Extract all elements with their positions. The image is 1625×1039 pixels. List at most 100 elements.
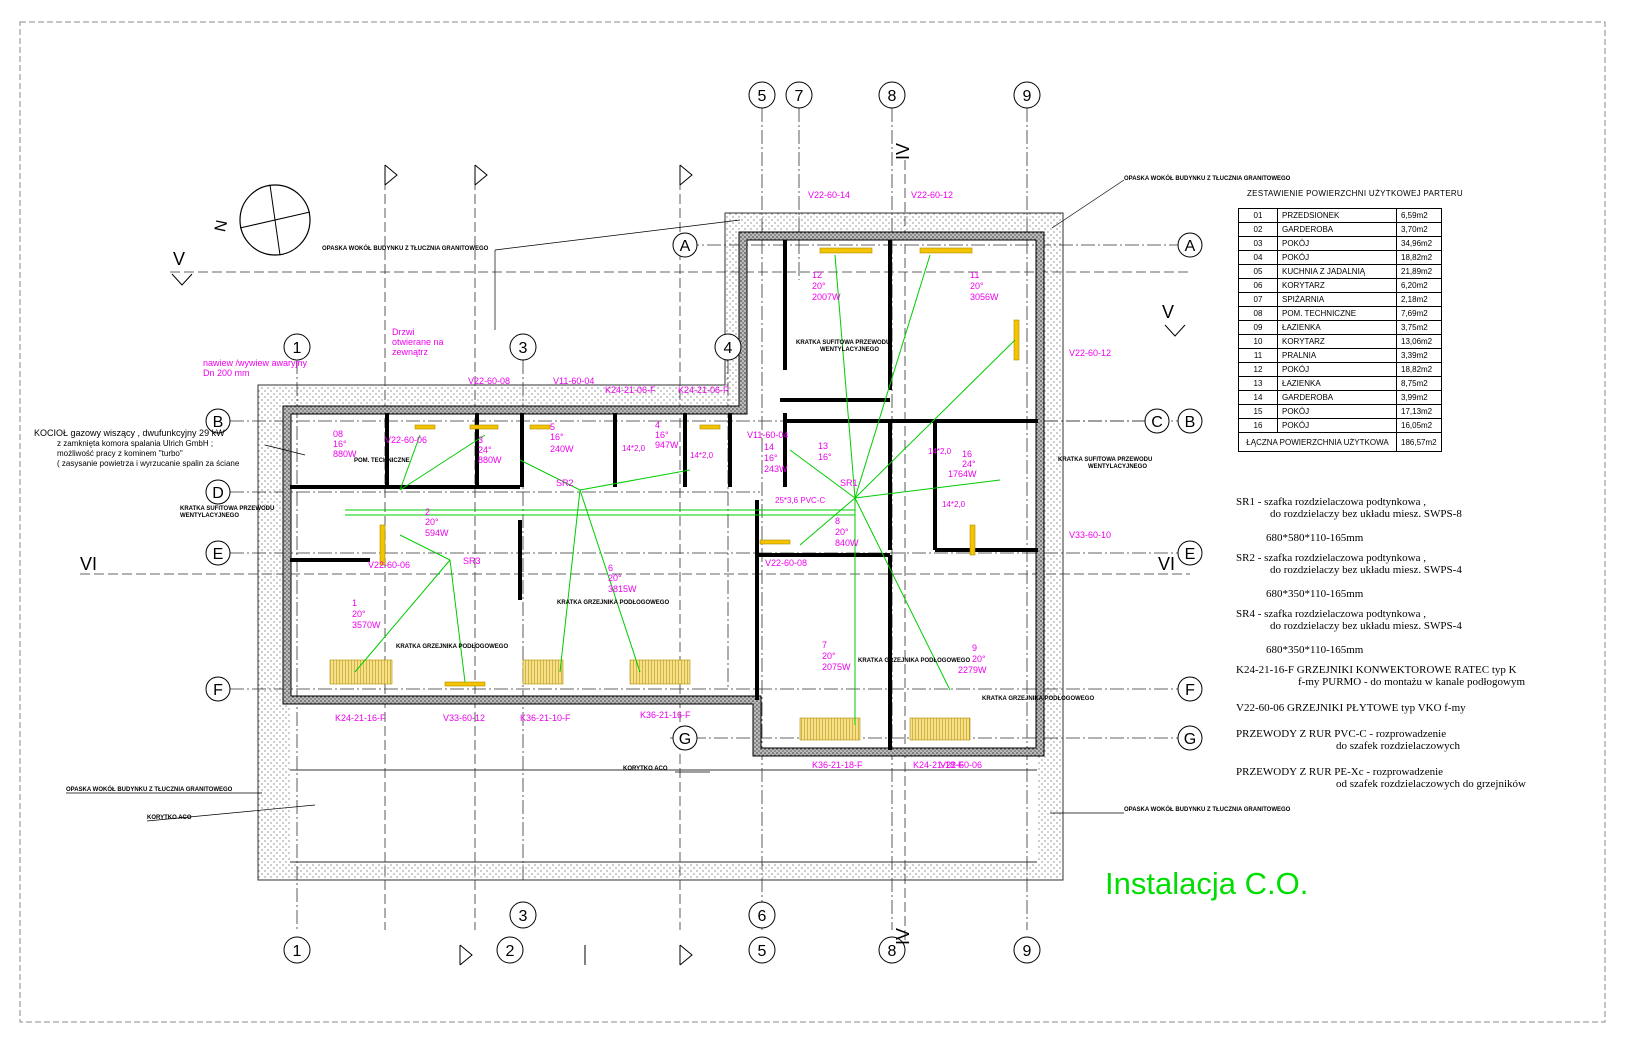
area-cell-no: 12 — [1238, 362, 1278, 377]
svg-text:możliwość pracy z kominem "tur: możliwość pracy z kominem "turbo" — [57, 449, 183, 458]
area-cell-nm: KORYTARZ — [1277, 278, 1397, 293]
svg-text:V11-60-04: V11-60-04 — [747, 430, 788, 440]
svg-text:14*2,0: 14*2,0 — [928, 447, 952, 456]
svg-text:7: 7 — [795, 88, 804, 105]
svg-text:V33-60-10: V33-60-10 — [1069, 530, 1111, 540]
svg-text:3570W: 3570W — [352, 620, 381, 630]
area-cell-ar: 13,06m2 — [1396, 334, 1442, 349]
svg-text:5: 5 — [758, 88, 767, 105]
svg-text:8: 8 — [888, 943, 897, 960]
svg-text:C: C — [1151, 414, 1163, 431]
section-markers: V V VI VI IV IV — [80, 143, 1175, 945]
area-cell-no: 16 — [1238, 418, 1278, 433]
svg-text:D: D — [212, 485, 224, 502]
svg-text:14*2,0: 14*2,0 — [942, 500, 966, 509]
heating-pipes — [345, 254, 1016, 725]
area-cell-nm: POKÓJ — [1277, 250, 1397, 265]
svg-text:( zasysanie powietrza i wyrzuc: ( zasysanie powietrza i wyrzucanie spali… — [57, 459, 240, 468]
area-cell-ar: 8,75m2 — [1396, 376, 1442, 391]
area-cell-no: 01 — [1238, 208, 1278, 223]
svg-text:z zamknięta komora spalania U: z zamknięta komora spalania Ulrich GmbH … — [57, 439, 213, 448]
area-cell-no: 11 — [1238, 348, 1278, 363]
svg-text:V: V — [173, 249, 185, 269]
drawing-title: Instalacja C.O. — [1105, 866, 1309, 901]
area-cell-no: 03 — [1238, 236, 1278, 251]
svg-text:SR3: SR3 — [463, 556, 481, 566]
svg-text:594W: 594W — [425, 528, 449, 538]
area-cell-no: 14 — [1238, 390, 1278, 405]
area-cell-ar: 18,82m2 — [1396, 250, 1442, 265]
axis-labels-mid: 1 3 4 — [293, 340, 733, 357]
svg-text:9: 9 — [1023, 943, 1032, 960]
room-1: 120°3570W — [352, 598, 381, 630]
area-cell-no: 05 — [1238, 264, 1278, 279]
svg-text:IV: IV — [893, 143, 913, 160]
area-cell-ar: 21,89m2 — [1396, 264, 1442, 279]
axis-labels-left: B D E F — [212, 414, 224, 699]
svg-text:K24-21-16-F: K24-21-16-F — [335, 713, 386, 723]
svg-text:OPASKA WOKÓŁ BUDYNKU Z TŁUCZNI: OPASKA WOKÓŁ BUDYNKU Z TŁUCZNIA GRANITOW… — [1124, 174, 1291, 182]
area-cell-no: 07 — [1238, 292, 1278, 307]
svg-text:V22-60-06: V22-60-06 — [368, 560, 410, 570]
area-cell-nm: KUCHNIA Z JADALNIĄ — [1277, 264, 1397, 279]
area-cell-no: 13 — [1238, 376, 1278, 391]
svg-text:V22-60-06: V22-60-06 — [940, 760, 982, 770]
area-cell-nm: POKÓJ — [1277, 236, 1397, 251]
pipe-size-labels: 25*3,6 PVC-C 14*2,0 14*2,0 14*2,0 14*2,0 — [622, 444, 966, 509]
svg-text:20°: 20° — [972, 654, 986, 664]
svg-text:13: 13 — [818, 441, 828, 451]
room-5: 516°240W — [550, 422, 574, 454]
svg-text:20°: 20° — [352, 609, 366, 619]
svg-text:1: 1 — [352, 598, 357, 608]
axis-labels-bottom: 3 6 1 2 5 8 9 — [293, 908, 1032, 960]
svg-text:1764W: 1764W — [948, 469, 977, 479]
boiler-note: KOCIOŁ gazowy wiszący , dwufunkcyjny 29 … — [34, 428, 240, 468]
area-cell-nm: SPIŻARNIA — [1277, 292, 1397, 307]
area-cell-no: 15 — [1238, 404, 1278, 419]
svg-text:WENTYLACYJNEGO: WENTYLACYJNEGO — [180, 513, 239, 519]
svg-text:16°: 16° — [764, 453, 778, 463]
svg-text:11: 11 — [970, 270, 979, 280]
room-9: 920°2279W — [958, 643, 987, 675]
svg-text:SR2: SR2 — [556, 478, 574, 488]
svg-text:8: 8 — [888, 88, 897, 105]
svg-text:KRATKA SUFITOWA PRZEWODU: KRATKA SUFITOWA PRZEWODU — [180, 506, 274, 512]
svg-text:14*2,0: 14*2,0 — [622, 444, 646, 453]
svg-text:6: 6 — [608, 563, 613, 573]
legend-v22: V22-60-06 GRZEJNIKI PŁYTOWE typ VKO f-my — [1236, 702, 1466, 714]
area-total-row: ŁĄCZNA POWIERZCHNIA UŻYTKOWA 186,57m2 — [1238, 432, 1442, 452]
area-cell-ar: 3,70m2 — [1396, 222, 1442, 237]
area-cell-nm: POKÓJ — [1277, 362, 1397, 377]
svg-text:14*2,0: 14*2,0 — [690, 451, 714, 460]
axis-labels-top: 5 7 8 9 — [758, 88, 1032, 105]
svg-text:5: 5 — [758, 943, 767, 960]
axis-labels-right: A B C E F G A G — [679, 238, 1196, 748]
svg-text:F: F — [1185, 682, 1195, 699]
area-total-label: ŁĄCZNA POWIERZCHNIA UŻYTKOWA — [1238, 432, 1397, 452]
svg-text:V22-60-12: V22-60-12 — [911, 190, 953, 200]
svg-text:nawiew /wywiew awaryjny: nawiew /wywiew awaryjny — [203, 358, 308, 368]
svg-text:16°: 16° — [818, 452, 832, 462]
area-cell-nm: POKÓJ — [1277, 418, 1397, 433]
area-cell-ar: 6,20m2 — [1396, 278, 1442, 293]
svg-text:3815W: 3815W — [608, 584, 637, 594]
area-cell-ar: 3,99m2 — [1396, 390, 1442, 405]
axis-bubbles-bottom — [283, 901, 1041, 964]
svg-text:Drzwi: Drzwi — [392, 327, 415, 337]
legend-sr1: SR1 - szafka rozdzielaczowa podtynkowa ,… — [1236, 496, 1462, 544]
svg-text:880W: 880W — [333, 449, 357, 459]
area-cell-no: 02 — [1238, 222, 1278, 237]
svg-text:2279W: 2279W — [958, 665, 987, 675]
